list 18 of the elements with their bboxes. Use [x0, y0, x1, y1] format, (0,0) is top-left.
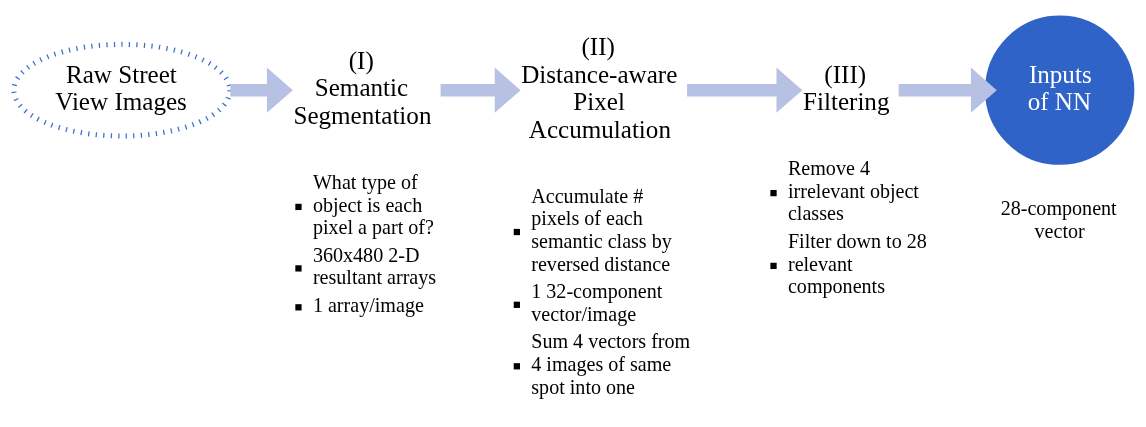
arrow: [440, 67, 521, 113]
node-label: Sum 4 vectors from 4 images of same spot into one: [531, 330, 691, 398]
node-label: 28-component vector: [1000, 197, 1117, 243]
node-label: 360x480 2-D resultant arrays: [312, 243, 437, 289]
node-label: Accumulate # pixels of each semantic class by reversed distance: [531, 184, 672, 275]
node-circle: Inputs of NN: [985, 15, 1135, 165]
node-text: (I) Semantic Segmentation: [293, 46, 432, 130]
node-label: 1 32-component vector/image: [531, 280, 663, 325]
node-label: Remove 4 irrelevant object classes: [787, 157, 919, 225]
node-label: Filter down to 28 relevant components: [787, 230, 927, 298]
arrow: [687, 67, 803, 113]
node-label: What type of object is each pixel a part of?: [312, 171, 434, 239]
node-text: (III) Filtering: [803, 60, 890, 116]
node-text: (II) Distance-aware Pixel Accumulation: [521, 33, 678, 143]
node-label: 1 array/image: [312, 294, 424, 317]
arrow: [230, 67, 293, 113]
node-ellipse: Raw Street View Images: [11, 41, 233, 139]
arrow: [898, 67, 997, 113]
